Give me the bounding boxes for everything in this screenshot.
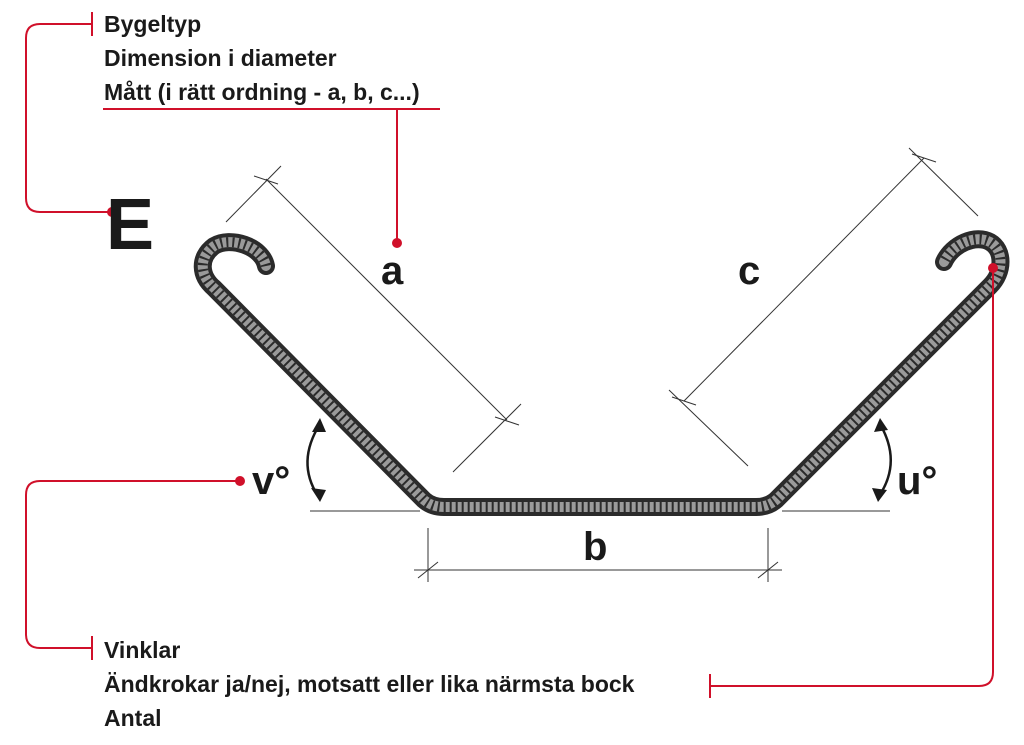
- bottom-legend-callout-hooks: [709, 263, 998, 698]
- rebar-bar: [193, 230, 1010, 516]
- top-legend-callout: [25, 12, 440, 248]
- bottom-legend-callout-angles: [25, 476, 245, 660]
- dimension-line-a: [225, 165, 522, 473]
- legend-andkrokar: Ändkrokar ja/nej, motsatt eller lika när…: [104, 671, 635, 697]
- legend-bygeltyp: Bygeltyp: [104, 11, 201, 37]
- angle-u-arc: [872, 418, 892, 502]
- shape-code: E: [106, 185, 154, 265]
- legend-matt: Mått (i rätt ordning - a, b, c...): [104, 79, 420, 105]
- legend-dimension: Dimension i diameter: [104, 45, 337, 71]
- dimension-line-b: [414, 528, 782, 582]
- angle-label-u: u°: [897, 459, 937, 503]
- dimension-label-c: c: [738, 249, 760, 293]
- dimension-line-c: [668, 147, 979, 467]
- angle-label-v: v°: [252, 459, 290, 503]
- legend-antal: Antal: [104, 705, 162, 731]
- dimension-label-b: b: [583, 525, 607, 569]
- angle-v-arc: [306, 418, 326, 502]
- dimension-label-a: a: [381, 249, 404, 293]
- legend-vinklar: Vinklar: [104, 637, 180, 663]
